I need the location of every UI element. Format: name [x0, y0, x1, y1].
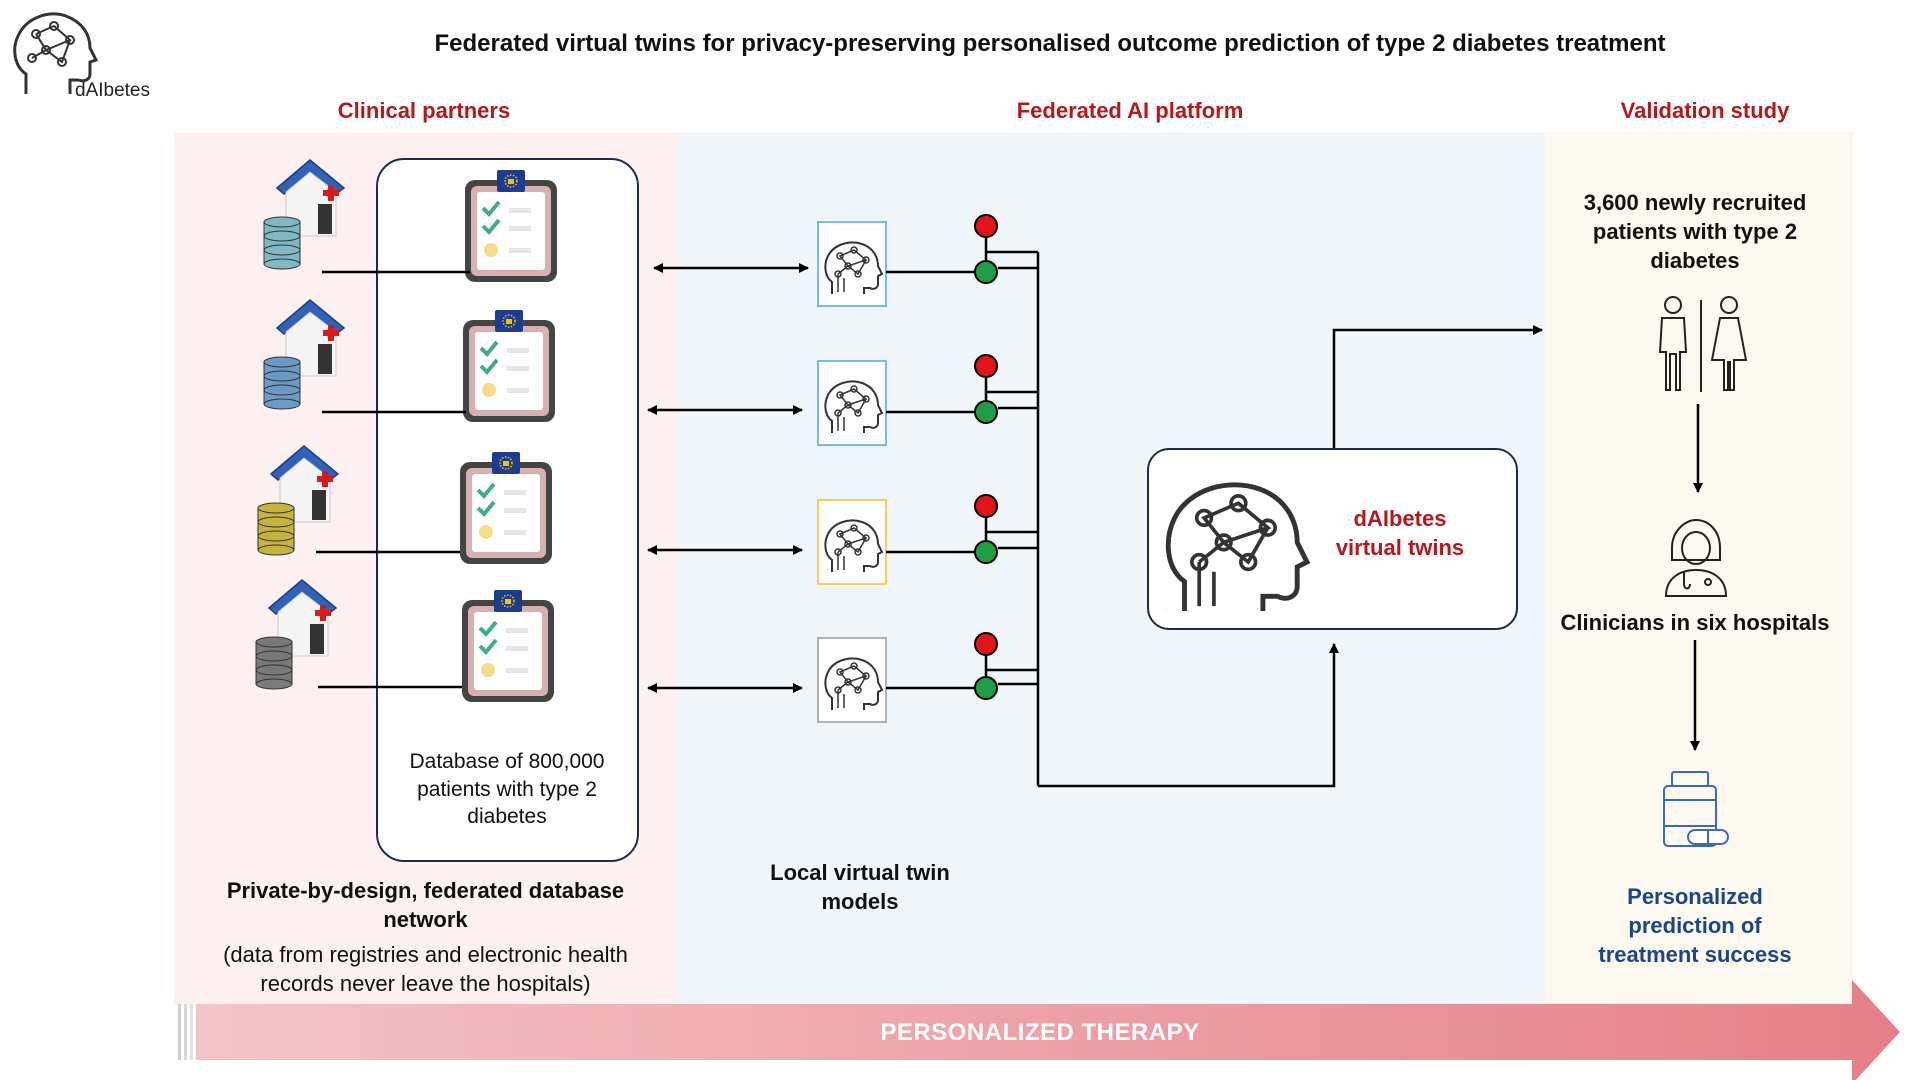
hospital-connectors [316, 270, 470, 689]
clinician-icon [1664, 518, 1728, 597]
local-model-box [817, 499, 887, 585]
logo-text: dAIbetes [75, 80, 150, 101]
green-status-light [974, 260, 998, 284]
hospital-icon [257, 445, 339, 556]
green-status-light [974, 400, 998, 424]
caption-line: dAIbetes [1353, 506, 1447, 531]
clipboard-checklist-icon [460, 588, 556, 704]
recruited-patients-text: 3,600 newly recruited patients with type… [1545, 188, 1845, 275]
validation-flow-arrows [1690, 404, 1703, 751]
network-note: (data from registries and electronic hea… [174, 940, 677, 998]
status-light-pair [886, 494, 1038, 564]
red-status-light [974, 214, 998, 238]
caption-line: Local virtual twin [770, 860, 950, 885]
caption-line: treatment success [1598, 942, 1792, 968]
virtual-twins-box [1147, 448, 1518, 630]
clinicians-text: Clinicians in six hospitals [1560, 610, 1830, 635]
section-title-clinical: Clinical partners [337, 98, 511, 123]
green-status-light [974, 676, 998, 700]
caption-line: diabetes [467, 805, 547, 829]
caption-line: Private-by-design, federated database [226, 878, 625, 903]
caption-line: records never leave the hospitals) [260, 971, 591, 997]
caption-line: Personalized [1627, 884, 1763, 909]
arrow-to-validation [1332, 325, 1543, 448]
validation-study-panel [1545, 132, 1854, 1005]
red-status-light [974, 494, 998, 518]
database-caption: Database of 800,000 patients with type 2… [376, 748, 638, 831]
status-light-pair [886, 214, 1038, 284]
database-cylinder-icon [255, 636, 293, 690]
caption-line: Database of 800,000 [409, 750, 605, 773]
virtual-twins-label: dAIbetes virtual twins [1290, 504, 1510, 562]
database-cylinder-icon [263, 356, 301, 410]
red-status-light [974, 354, 998, 378]
page-title: Federated virtual twins for privacy-pres… [434, 30, 1666, 57]
aggregation-lines [1036, 252, 1543, 788]
caption-line: patients with type 2 [417, 777, 597, 801]
status-light-pair [886, 632, 1038, 700]
local-model-box [817, 221, 887, 307]
database-cylinder-icon [257, 502, 295, 556]
arrow-to-virtual-twins [1038, 643, 1339, 788]
section-title-validation: Validation study [1620, 98, 1790, 123]
network-caption: Private-by-design, federated database ne… [174, 876, 677, 934]
brain-head-icon [13, 12, 99, 94]
data-exchange-arrows [647, 263, 809, 693]
red-status-light [974, 632, 998, 656]
local-models-caption: Local virtual twin models [740, 858, 980, 916]
hospital-icon [263, 299, 345, 410]
local-model-box [817, 360, 887, 446]
personalized-therapy-arrow [178, 980, 1900, 1080]
virtual-twins-brain-icon [1168, 485, 1307, 611]
hospital-icon [255, 579, 337, 690]
caption-line: 3,600 newly recruited [1583, 190, 1807, 215]
medication-icon [1663, 771, 1729, 847]
caption-line: models [821, 889, 899, 915]
caption-line: diabetes [1650, 248, 1740, 274]
database-cylinder-icon [263, 216, 301, 270]
patients-icon [1658, 296, 1748, 392]
clipboard-checklist-icon [458, 450, 554, 566]
daibetes-logo [6, 4, 156, 104]
caption-line: (data from registries and electronic hea… [223, 942, 628, 967]
clipboard-checklist-icon [463, 168, 559, 284]
caption-line: prediction of [1628, 913, 1762, 939]
caption-line: virtual twins [1335, 535, 1465, 561]
prediction-text: Personalized prediction of treatment suc… [1545, 882, 1845, 969]
section-title-federated: Federated AI platform [1016, 98, 1244, 123]
hospital-icon [263, 159, 345, 270]
local-model-box [817, 637, 887, 723]
record-clipboards [458, 168, 559, 704]
caption-line: patients with type 2 [1592, 219, 1798, 245]
status-light-pair [886, 354, 1038, 424]
green-status-light [974, 540, 998, 564]
therapy-arrow-label: PERSONALIZED THERAPY [880, 1019, 1200, 1046]
clipboard-checklist-icon [461, 308, 557, 424]
caption-line: network [383, 907, 468, 933]
